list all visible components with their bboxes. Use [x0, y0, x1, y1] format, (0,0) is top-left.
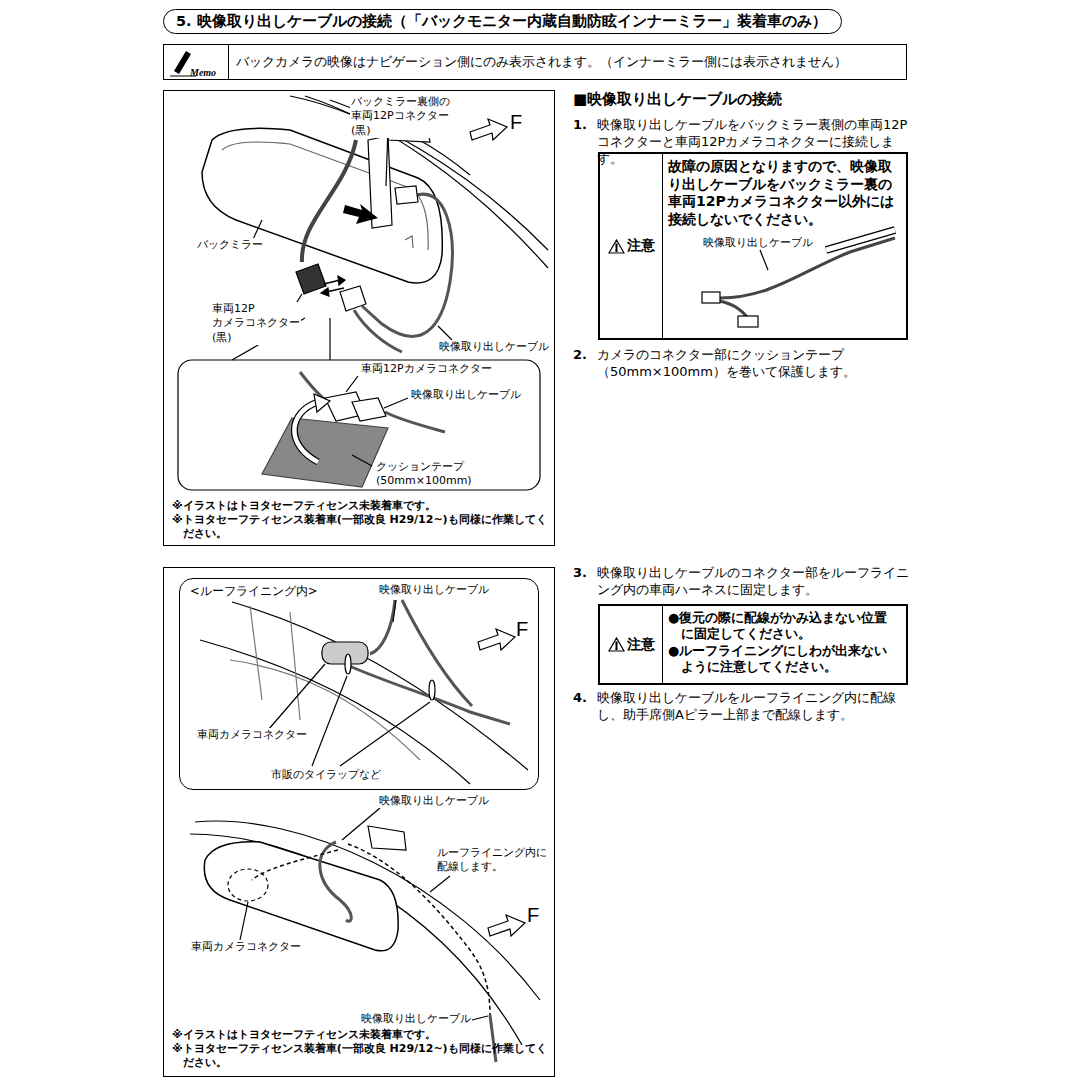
figure-note: ※イラストはトヨタセーフティセンス未装着車です。: [172, 499, 548, 513]
figure-panel: ※イラストはトヨタセーフティセンス未装着車です。※トヨタセーフティセンス装着車(…: [163, 567, 555, 1077]
caution-text: 故障の原因となりますので、映像取り出しケーブルをバックミラー裏の車両12Pカメラ…: [668, 158, 900, 228]
part-label: 映像取り出しケーブル: [702, 236, 814, 250]
part-label: 車両12Pカメラコネクター: [360, 362, 493, 376]
part-label: 車両カメラコネクター: [196, 728, 308, 742]
section-title: 5. 映像取り出しケーブルの接続（「バックモニター内蔵自動防眩インナーミラー」装…: [176, 12, 827, 30]
step-number: 4.: [573, 690, 587, 707]
direction-mark: F: [510, 112, 522, 132]
section-heading: ■映像取り出しケーブルの接続: [573, 90, 782, 110]
memo-text: バックカメラの映像はナビゲーション側にのみ表示されます。（インナーミラー側には表…: [236, 54, 900, 70]
panel-notes: ※イラストはトヨタセーフティセンス未装着車です。※トヨタセーフティセンス装着車(…: [172, 1028, 548, 1070]
caution-text: ●復元の際に配線がかみ込まない位置に固定してください。●ルーフライニングにしわが…: [668, 610, 900, 675]
part-label: バックミラー裏側の 車両12Pコネクター(黒): [350, 95, 451, 138]
warning-icon: [608, 239, 625, 254]
warning-triangle: [609, 638, 624, 651]
caution-word: 注意: [627, 237, 655, 255]
caution-line: ●復元の際に配線がかみ込まない位置に固定してください。: [668, 610, 900, 643]
panel-notes: ※イラストはトヨタセーフティセンス未装着車です。※トヨタセーフティセンス装着車(…: [172, 499, 548, 541]
direction-mark: F: [516, 619, 528, 639]
part-label: 映像取り出しケーブル: [378, 583, 490, 597]
memo-divider: [228, 45, 229, 79]
part-label: 映像取り出しケーブル: [360, 1012, 472, 1026]
step-text: カメラのコネクター部にクッションテープ（50mm×100mm）を巻いて保護します…: [597, 347, 915, 381]
caution-line: 故障の原因となりますので、映像取り出しケーブルをバックミラー裏の車両12Pカメラ…: [668, 158, 900, 228]
inset-panel: <ルーフライニング内>: [179, 578, 539, 790]
part-label: 映像取り出しケーブル: [378, 794, 490, 808]
caution-line: ●ルーフライニングにしわが出来ないように注意してください。: [668, 643, 900, 676]
warning-icon: [608, 637, 625, 652]
direction-mark: F: [527, 905, 539, 925]
caution-box: 注意 ●復元の際に配線がかみ込まない位置に固定してください。●ルーフライニングにし…: [598, 604, 908, 685]
part-label: バックミラー: [196, 238, 264, 252]
caution-cell: 注意: [600, 606, 663, 683]
part-label: クッションテープ (50mm×100mm): [375, 460, 473, 489]
part-label: 映像取り出しケーブル: [410, 388, 522, 402]
part-label: ルーフライニング内に 配線します。: [436, 846, 548, 875]
warning-triangle: [609, 240, 624, 253]
part-label: 車両カメラコネクター: [190, 940, 302, 954]
part-label: 市販のタイラップなど: [270, 768, 382, 782]
step-number: 3.: [573, 565, 587, 582]
figure-note: ※トヨタセーフティセンス装着車(一部改良 H29/12~)も同様に作業してくださ…: [172, 513, 548, 541]
step-number: 2.: [573, 347, 587, 364]
caution-word: 注意: [627, 636, 655, 654]
inset-heading: <ルーフライニング内>: [190, 584, 317, 598]
figure-note: ※トヨタセーフティセンス装着車(一部改良 H29/12~)も同様に作業してくださ…: [172, 1042, 548, 1070]
step-number: 1.: [573, 117, 587, 134]
figure-note: ※イラストはトヨタセーフティセンス未装着車です。: [172, 1028, 548, 1042]
caution-cell: 注意: [600, 154, 663, 338]
memo-box: Memo バックカメラの映像はナビゲーション側にのみ表示されます。（インナーミラー…: [163, 44, 907, 80]
step-text: 映像取り出しケーブルをルーフライニング内に配線し、助手席側Aピラー上部まで配線し…: [597, 690, 915, 724]
memo-tag: Memo: [190, 67, 216, 78]
part-label: 映像取り出しケーブル: [438, 340, 550, 354]
step-text: 映像取り出しケーブルをバックミラー裏側の車両12Pコネクターと車両12Pカメラコ…: [597, 117, 915, 168]
step-text: 映像取り出しケーブルのコネクター部をルーフライニング内の車両ハーネスに固定します…: [597, 565, 915, 599]
part-label: 車両12P カメラコネクター(黒): [211, 302, 301, 345]
